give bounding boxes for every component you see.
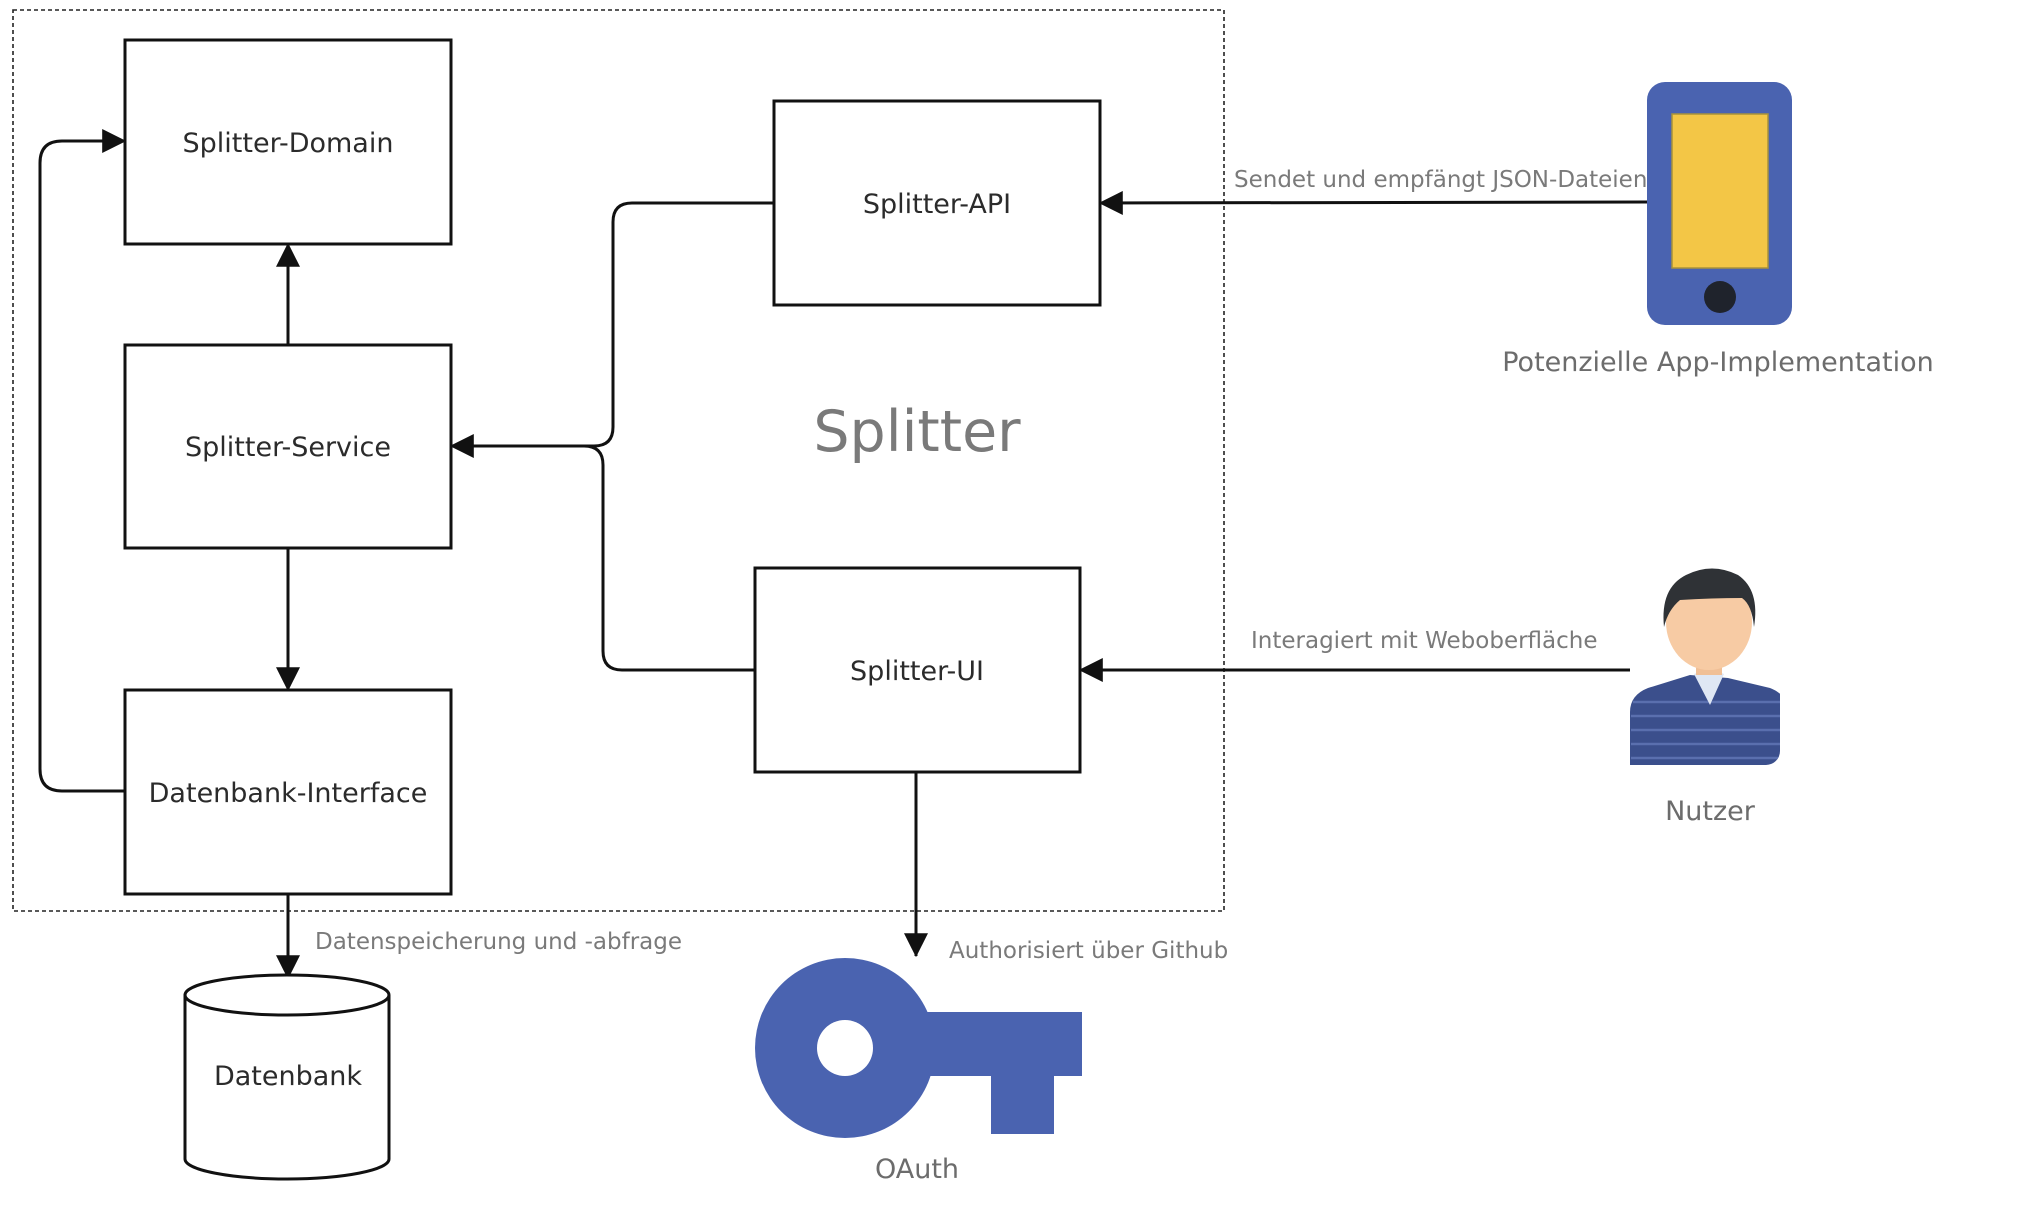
component-db-interface-label: Datenbank-Interface (149, 778, 428, 809)
component-domain: Splitter-Domain (123, 38, 453, 246)
edge-app-to-api (1098, 190, 1648, 215)
component-ui-label: Splitter-UI (850, 656, 984, 687)
person-icon: Nutzer (1630, 568, 1780, 827)
system-boundary (12, 9, 1225, 912)
app-label: Potenzielle App-Implementation (1502, 347, 1934, 378)
component-db-interface: Datenbank-Interface (123, 688, 453, 896)
system-title: Splitter (813, 399, 1021, 465)
connectors (38, 129, 1648, 980)
component-service-label: Splitter-Service (185, 432, 391, 463)
edge-label-ui-oauth: Authorisiert über Github (949, 938, 1228, 964)
key-icon: OAuth (755, 958, 1082, 1185)
edge-label-app-api: Sendet und empfängt JSON-Dateien (1234, 167, 1647, 193)
smartphone-icon: Potenzielle App-Implementation (1502, 82, 1934, 378)
component-api-label: Splitter-API (863, 189, 1011, 220)
component-api: Splitter-API (772, 99, 1102, 307)
edge-label-user-ui: Interagiert mit Weboberfläche (1251, 628, 1598, 654)
user-label: Nutzer (1665, 796, 1756, 827)
edge-interface-to-domain (38, 129, 127, 793)
component-service: Splitter-Service (123, 343, 453, 550)
oauth-label: OAuth (875, 1154, 959, 1185)
component-domain-label: Splitter-Domain (183, 128, 394, 159)
database-label: Datenbank (214, 1061, 362, 1092)
edge-label-interface-db: Datenspeicherung und -abfrage (315, 929, 682, 955)
component-ui: Splitter-UI (753, 566, 1082, 774)
edge-ui-to-service (451, 444, 755, 672)
edge-api-to-service (449, 201, 774, 458)
database-cylinder-icon: Datenbank (183, 973, 391, 1181)
